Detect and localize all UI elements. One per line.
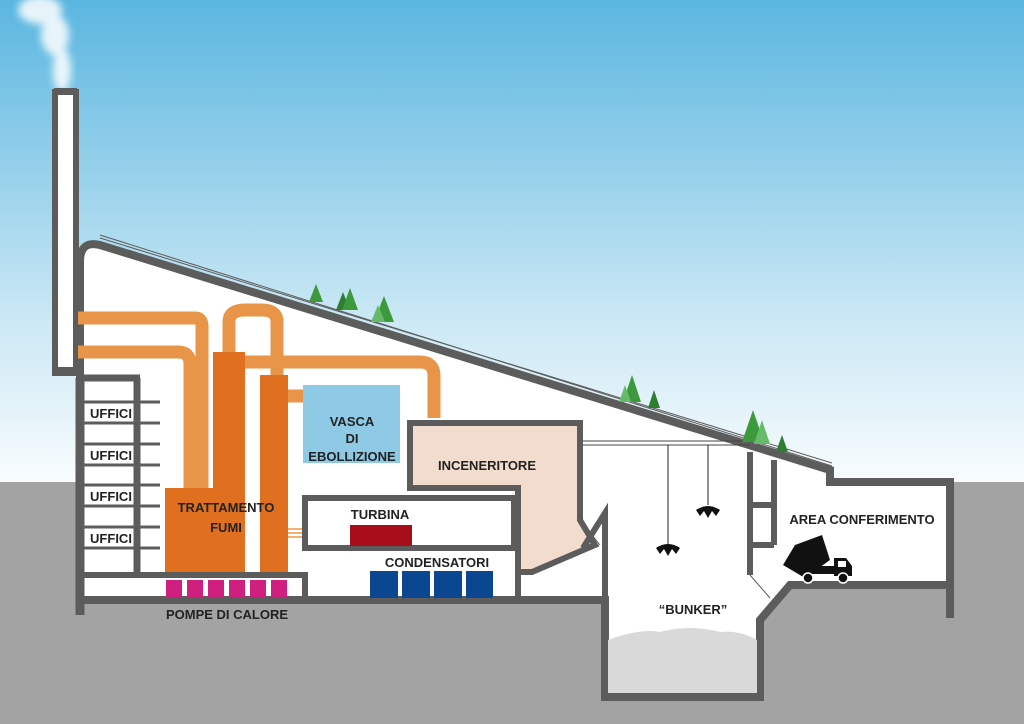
flue-pipes [78,303,441,490]
office-label: UFFICI [90,489,132,504]
roof-rail [99,234,833,467]
heat-pumps [166,580,287,597]
crane-grab [656,544,680,556]
boiling-tank-label: EBOLLIZIONE [308,449,396,464]
flue-gas-treatment-label: TRATTAMENTO [178,500,275,515]
incinerator [407,420,600,575]
flue-gas-treatment-label: FUMI [210,520,242,535]
office-label: UFFICI [90,448,132,463]
incinerator-label: INCENERITORE [438,458,536,473]
smoke [18,0,71,92]
offices: UFFICI UFFICI UFFICI UFFICI [80,374,160,575]
boiling-tank-label: VASCA [330,414,375,429]
chimney [52,88,84,376]
bunker-label: “BUNKER” [659,602,728,617]
turbine-label: TURBINA [351,507,410,522]
turbine [350,525,412,546]
flue-gas-treatment [165,352,288,576]
crane-grab [696,506,720,518]
delivery-area-label: AREA CONFERIMENTO [789,512,934,527]
boiling-tank-label: DI [346,431,359,446]
partition [747,452,777,575]
heat-pump-room [77,572,308,603]
office-label: UFFICI [90,406,132,421]
boiling-tank [303,385,400,463]
condensers [370,571,493,598]
office-label: UFFICI [90,531,132,546]
roof-trees [309,284,788,452]
chute [749,574,771,599]
dump-truck-icon [783,535,852,584]
heat-pumps-label: POMPE DI CALORE [166,607,288,622]
condensers-label: CONDENSATORI [385,555,489,570]
bunker [579,440,757,697]
